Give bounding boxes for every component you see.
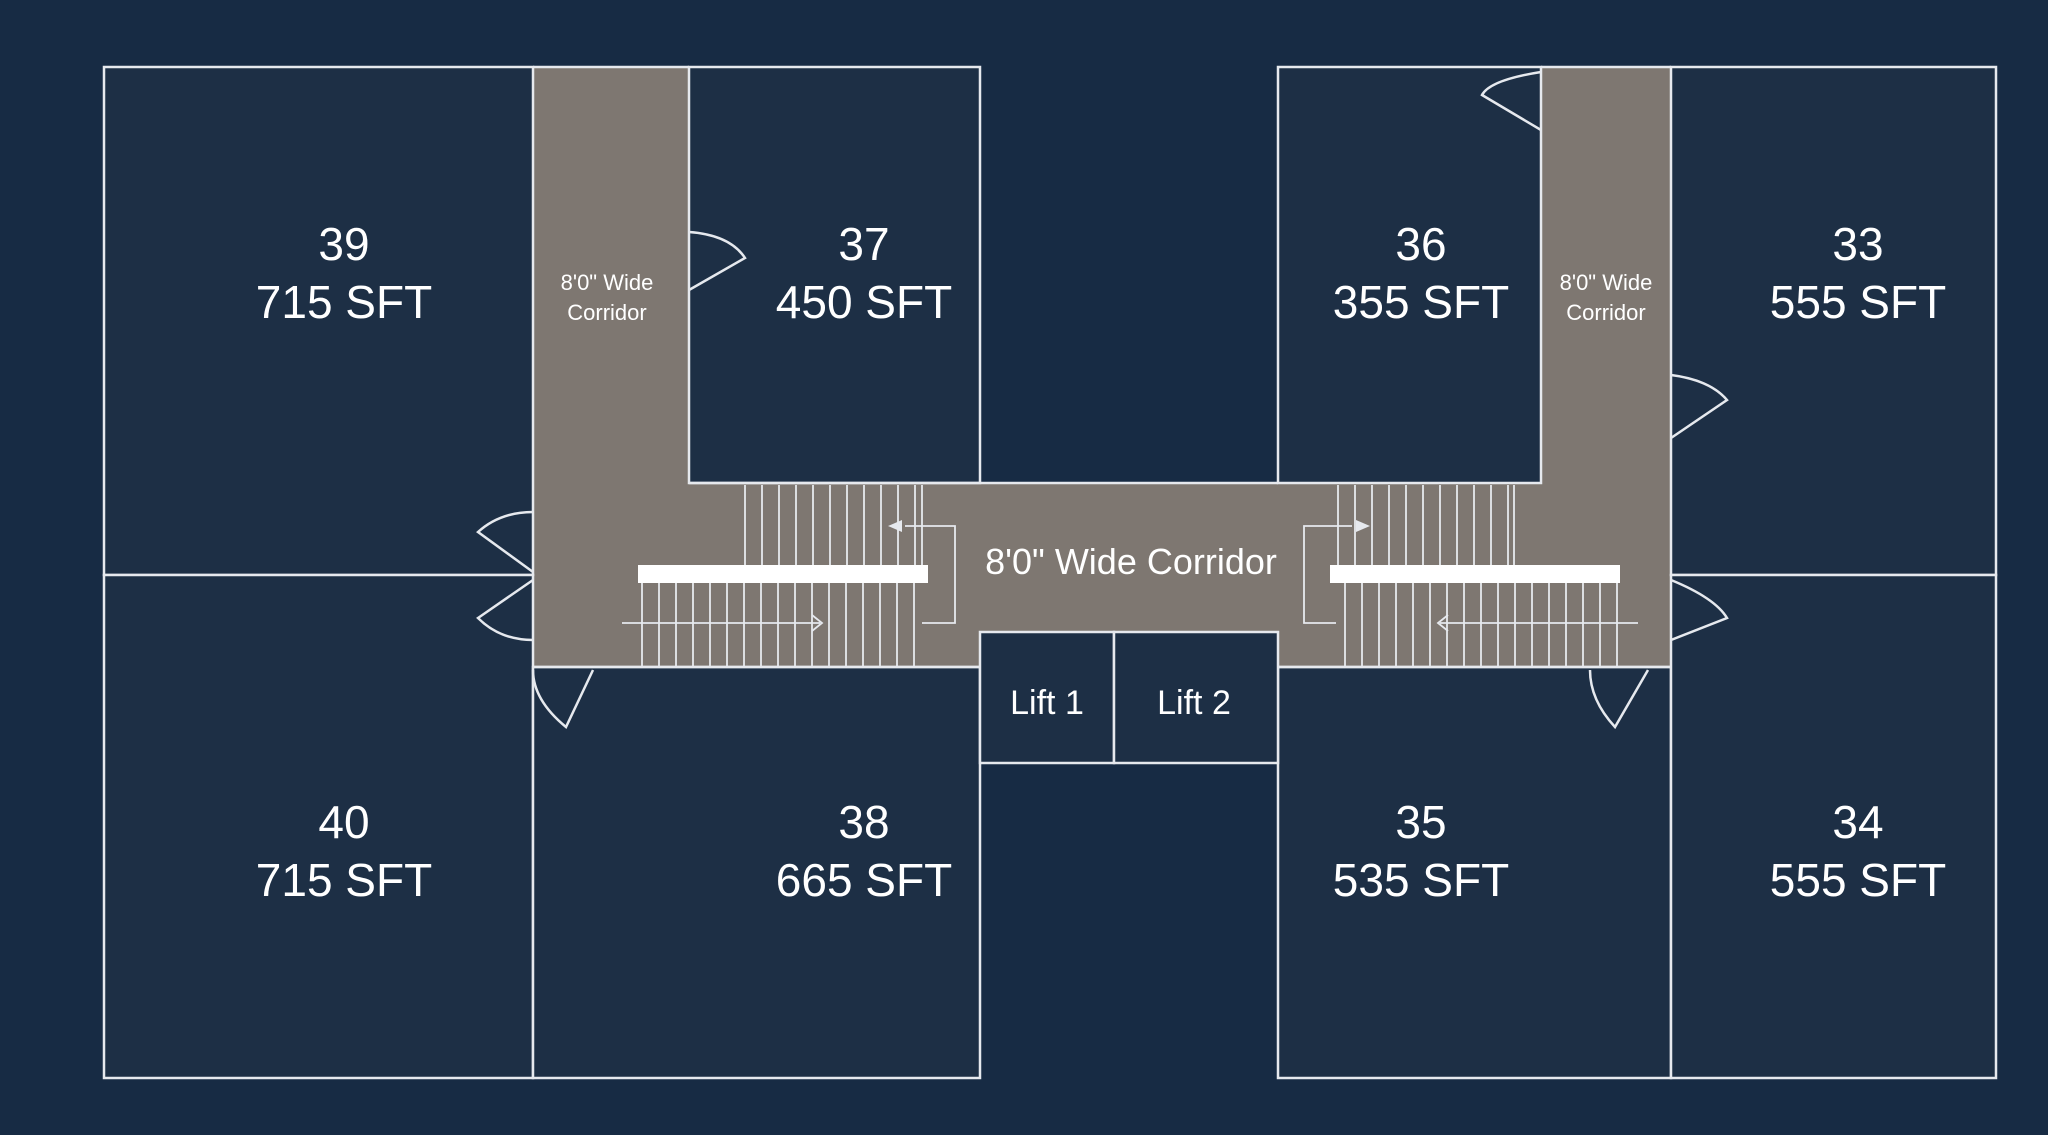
door-34-icon[interactable] xyxy=(1670,578,1729,642)
unit-labels: 39 715 SFT 37 450 SFT 36 355 SFT 33 555 … xyxy=(256,218,1946,906)
left-corridor-label-line1: 8'0" Wide xyxy=(561,270,654,295)
door-35-icon[interactable] xyxy=(1588,669,1650,730)
right-stair-arrow-icon xyxy=(1436,614,1449,632)
lifts xyxy=(978,630,1280,765)
unit-33-number: 33 xyxy=(1832,218,1883,270)
door-33-icon[interactable] xyxy=(1670,373,1729,440)
units xyxy=(102,65,1998,1080)
right-stair-rail xyxy=(1303,525,1352,624)
unit-37-area: 450 SFT xyxy=(776,276,952,328)
unit-40-room[interactable] xyxy=(102,573,535,1080)
left-stair-upper-treads xyxy=(744,485,923,568)
unit-39-room[interactable] xyxy=(102,65,535,577)
unit-34-number: 34 xyxy=(1832,796,1883,848)
door-40-icon[interactable] xyxy=(476,578,534,642)
unit-36-area: 355 SFT xyxy=(1333,276,1509,328)
left-corridor-label-line2: Corridor xyxy=(567,300,646,325)
unit-38-number: 38 xyxy=(838,796,889,848)
unit-35-area: 535 SFT xyxy=(1333,854,1509,906)
door-39-icon[interactable] xyxy=(476,510,534,574)
unit-39-area: 715 SFT xyxy=(256,276,432,328)
main-corridor-label: 8'0" Wide Corridor xyxy=(985,541,1277,582)
unit-35-room[interactable] xyxy=(1276,665,1673,1080)
unit-34-area: 555 SFT xyxy=(1770,854,1946,906)
left-stair-landing xyxy=(638,565,928,583)
unit-35-number: 35 xyxy=(1395,796,1446,848)
unit-36-room[interactable] xyxy=(1276,65,1543,485)
left-stair-arrow-icon xyxy=(811,614,824,632)
lift-2-label: Lift 2 xyxy=(1157,684,1231,722)
right-stair-landing xyxy=(1330,565,1620,583)
doors xyxy=(476,70,1729,730)
door-38-icon[interactable] xyxy=(531,669,595,729)
unit-40-area: 715 SFT xyxy=(256,854,432,906)
unit-33-area: 555 SFT xyxy=(1770,276,1946,328)
lift-2[interactable] xyxy=(1112,630,1280,765)
left-staircase xyxy=(622,485,956,667)
corridor-outlines xyxy=(533,65,1671,669)
unit-34-room[interactable] xyxy=(1669,573,1998,1080)
right-corridor-label-line2: Corridor xyxy=(1566,300,1645,325)
right-stair-lower-treads xyxy=(1344,583,1618,667)
right-staircase xyxy=(1303,485,1638,667)
unit-37-number: 37 xyxy=(838,218,889,270)
right-corridor-label-line1: 8'0" Wide xyxy=(1560,270,1653,295)
unit-36-number: 36 xyxy=(1395,218,1446,270)
left-stair-lower-treads xyxy=(641,583,915,667)
door-37-icon[interactable] xyxy=(688,230,747,292)
lift-1-label: Lift 1 xyxy=(1010,684,1084,722)
lift-labels: Lift 1 Lift 2 xyxy=(1010,684,1231,722)
unit-39-number: 39 xyxy=(318,218,369,270)
door-36-icon[interactable] xyxy=(1480,70,1542,132)
unit-37-room[interactable] xyxy=(687,65,982,485)
lift-1[interactable] xyxy=(978,630,1116,765)
unit-40-number: 40 xyxy=(318,796,369,848)
left-stair-up-arrow-icon xyxy=(888,520,902,532)
corridor-labels: 8'0" Wide Corridor 8'0" Wide Corridor 8'… xyxy=(561,270,1653,582)
right-stair-up-arrow-icon xyxy=(1356,520,1370,532)
unit-38-area: 665 SFT xyxy=(776,854,952,906)
left-stair-rail xyxy=(905,525,956,624)
unit-38-room[interactable] xyxy=(531,665,982,1080)
unit-33-room[interactable] xyxy=(1669,65,1998,577)
